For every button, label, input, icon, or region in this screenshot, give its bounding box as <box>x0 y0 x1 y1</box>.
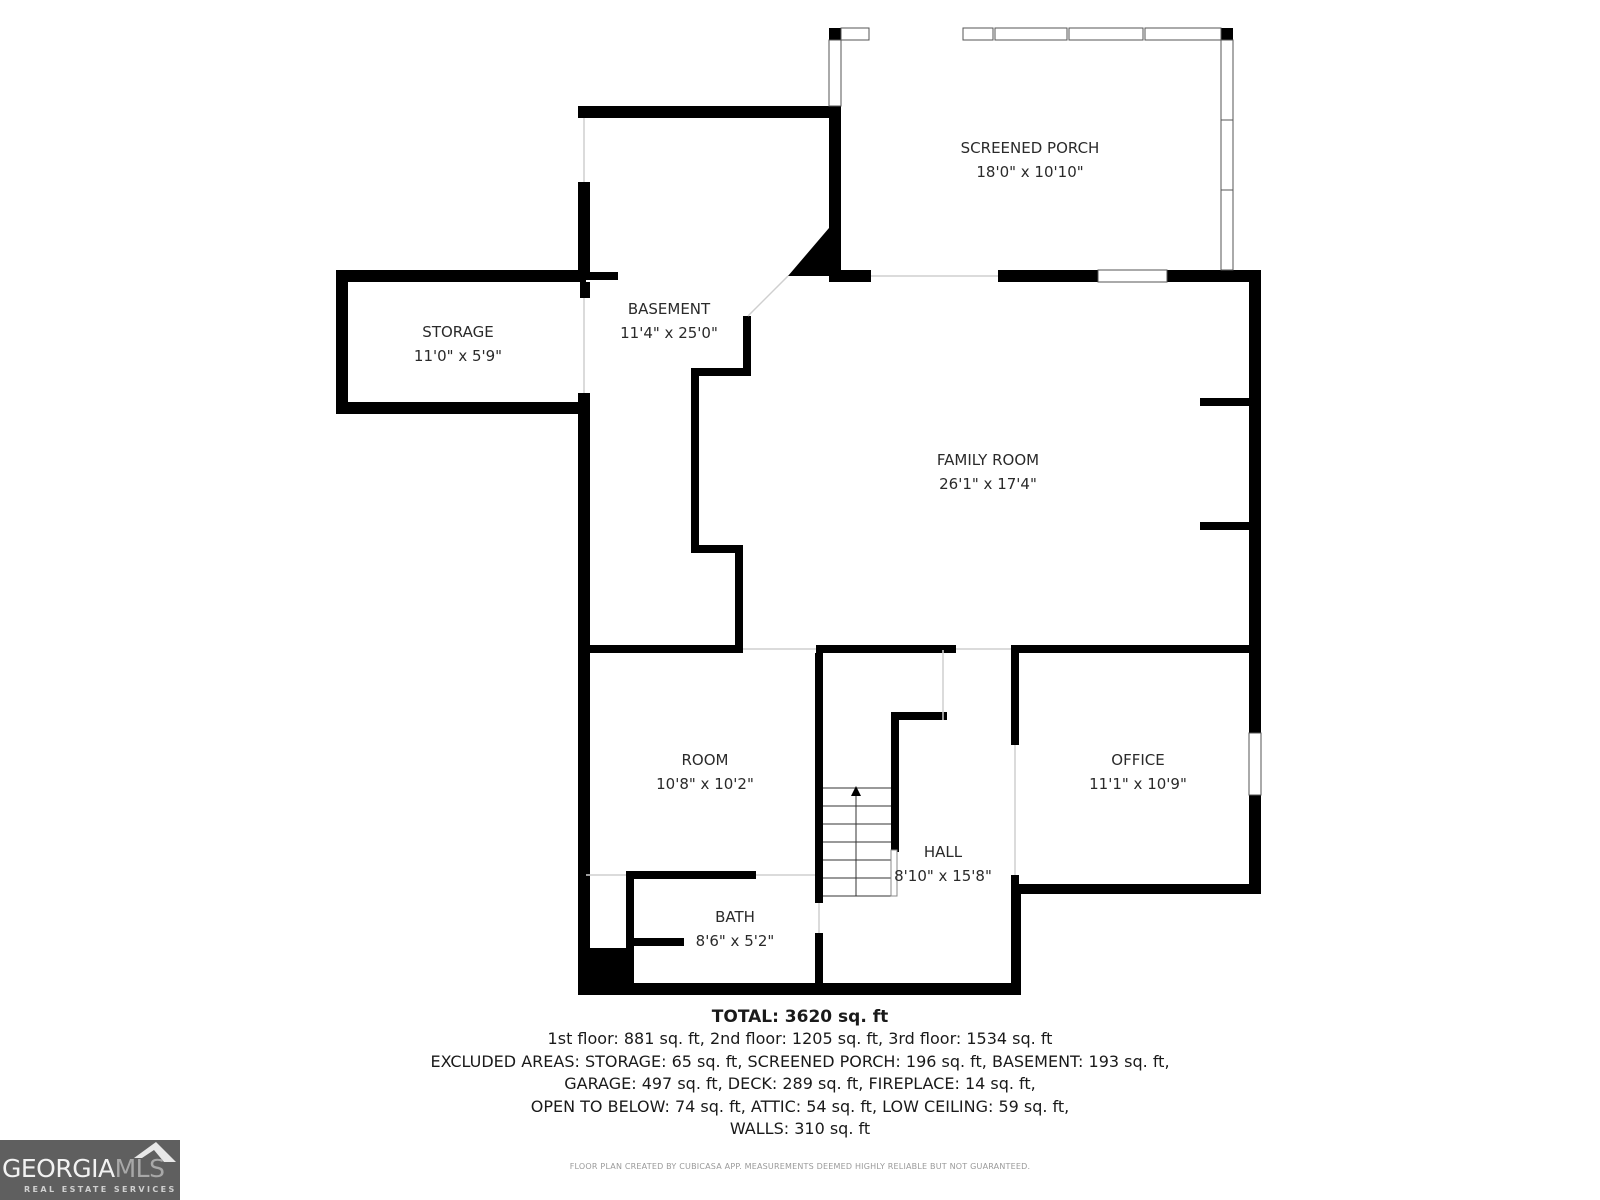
room-basement: BASEMENT 11'4" x 25'0" <box>620 297 718 345</box>
room-storage: STORAGE 11'0" x 5'9" <box>414 320 502 368</box>
excluded-areas-line-1: EXCLUDED AREAS: STORAGE: 65 sq. ft, SCRE… <box>430 1051 1170 1071</box>
roof-icon <box>134 1142 176 1162</box>
logo-wordmark: GEORGIAMLS <box>2 1154 165 1183</box>
walls-area: WALLS: 310 sq. ft <box>729 1119 871 1138</box>
room-dimensions: 26'1" x 17'4" <box>939 475 1037 493</box>
stair-direction-arrow-icon <box>851 786 861 796</box>
room-screened-porch: SCREENED PORCH 18'0" x 10'10" <box>961 136 1100 184</box>
floor-areas: 1st floor: 881 sq. ft, 2nd floor: 1205 s… <box>547 1029 1053 1048</box>
room-name: OFFICE <box>1111 751 1165 769</box>
area-summary: TOTAL: 3620 sq. ft 1st floor: 881 sq. ft… <box>0 1006 1600 1141</box>
room-name: SCREENED PORCH <box>960 139 1100 157</box>
room-room: ROOM 10'8" x 10'2" <box>656 748 754 796</box>
room-name: BATH <box>715 908 755 926</box>
room-dimensions: 18'0" x 10'10" <box>976 163 1084 181</box>
staircase <box>823 787 898 897</box>
screen-panels <box>828 27 1262 796</box>
credit-disclaimer: FLOOR PLAN CREATED BY CUBICASA APP. MEAS… <box>569 1162 1031 1171</box>
logo-brand-primary: GEORGIA <box>2 1154 115 1183</box>
walls <box>336 28 1261 995</box>
room-dimensions: 8'10" x 15'8" <box>894 867 992 885</box>
logo-brand-secondary: MLS <box>114 1154 165 1183</box>
excluded-areas-line-2: GARAGE: 497 sq. ft, DECK: 289 sq. ft, FI… <box>564 1074 1036 1093</box>
room-name: FAMILY ROOM <box>936 451 1040 469</box>
room-dimensions: 10'8" x 10'2" <box>656 775 754 793</box>
room-dimensions: 8'6" x 5'2" <box>695 932 775 950</box>
georgia-mls-logo: GEORGIAMLS REAL ESTATE SERVICES <box>0 1140 180 1200</box>
room-name: HALL <box>923 843 963 861</box>
room-name: ROOM <box>681 751 729 769</box>
total-area: TOTAL: 3620 sq. ft <box>711 1007 889 1027</box>
room-family-room: FAMILY ROOM 26'1" x 17'4" <box>937 448 1039 496</box>
excluded-areas-line-3: OPEN TO BELOW: 74 sq. ft, ATTIC: 54 sq. … <box>530 1096 1070 1116</box>
room-dimensions: 11'0" x 5'9" <box>413 347 503 365</box>
room-office: OFFICE 11'1" x 10'9" <box>1089 748 1187 796</box>
room-dimensions: 11'4" x 25'0" <box>620 324 718 342</box>
room-bath: BATH 8'6" x 5'2" <box>696 905 775 953</box>
openings <box>583 118 1016 933</box>
room-hall: HALL 8'10" x 15'8" <box>894 840 992 888</box>
room-name: STORAGE <box>422 323 494 341</box>
logo-tagline: REAL ESTATE SERVICES <box>24 1185 177 1194</box>
room-dimensions: 11'1" x 10'9" <box>1089 775 1187 793</box>
room-name: BASEMENT <box>627 300 711 318</box>
